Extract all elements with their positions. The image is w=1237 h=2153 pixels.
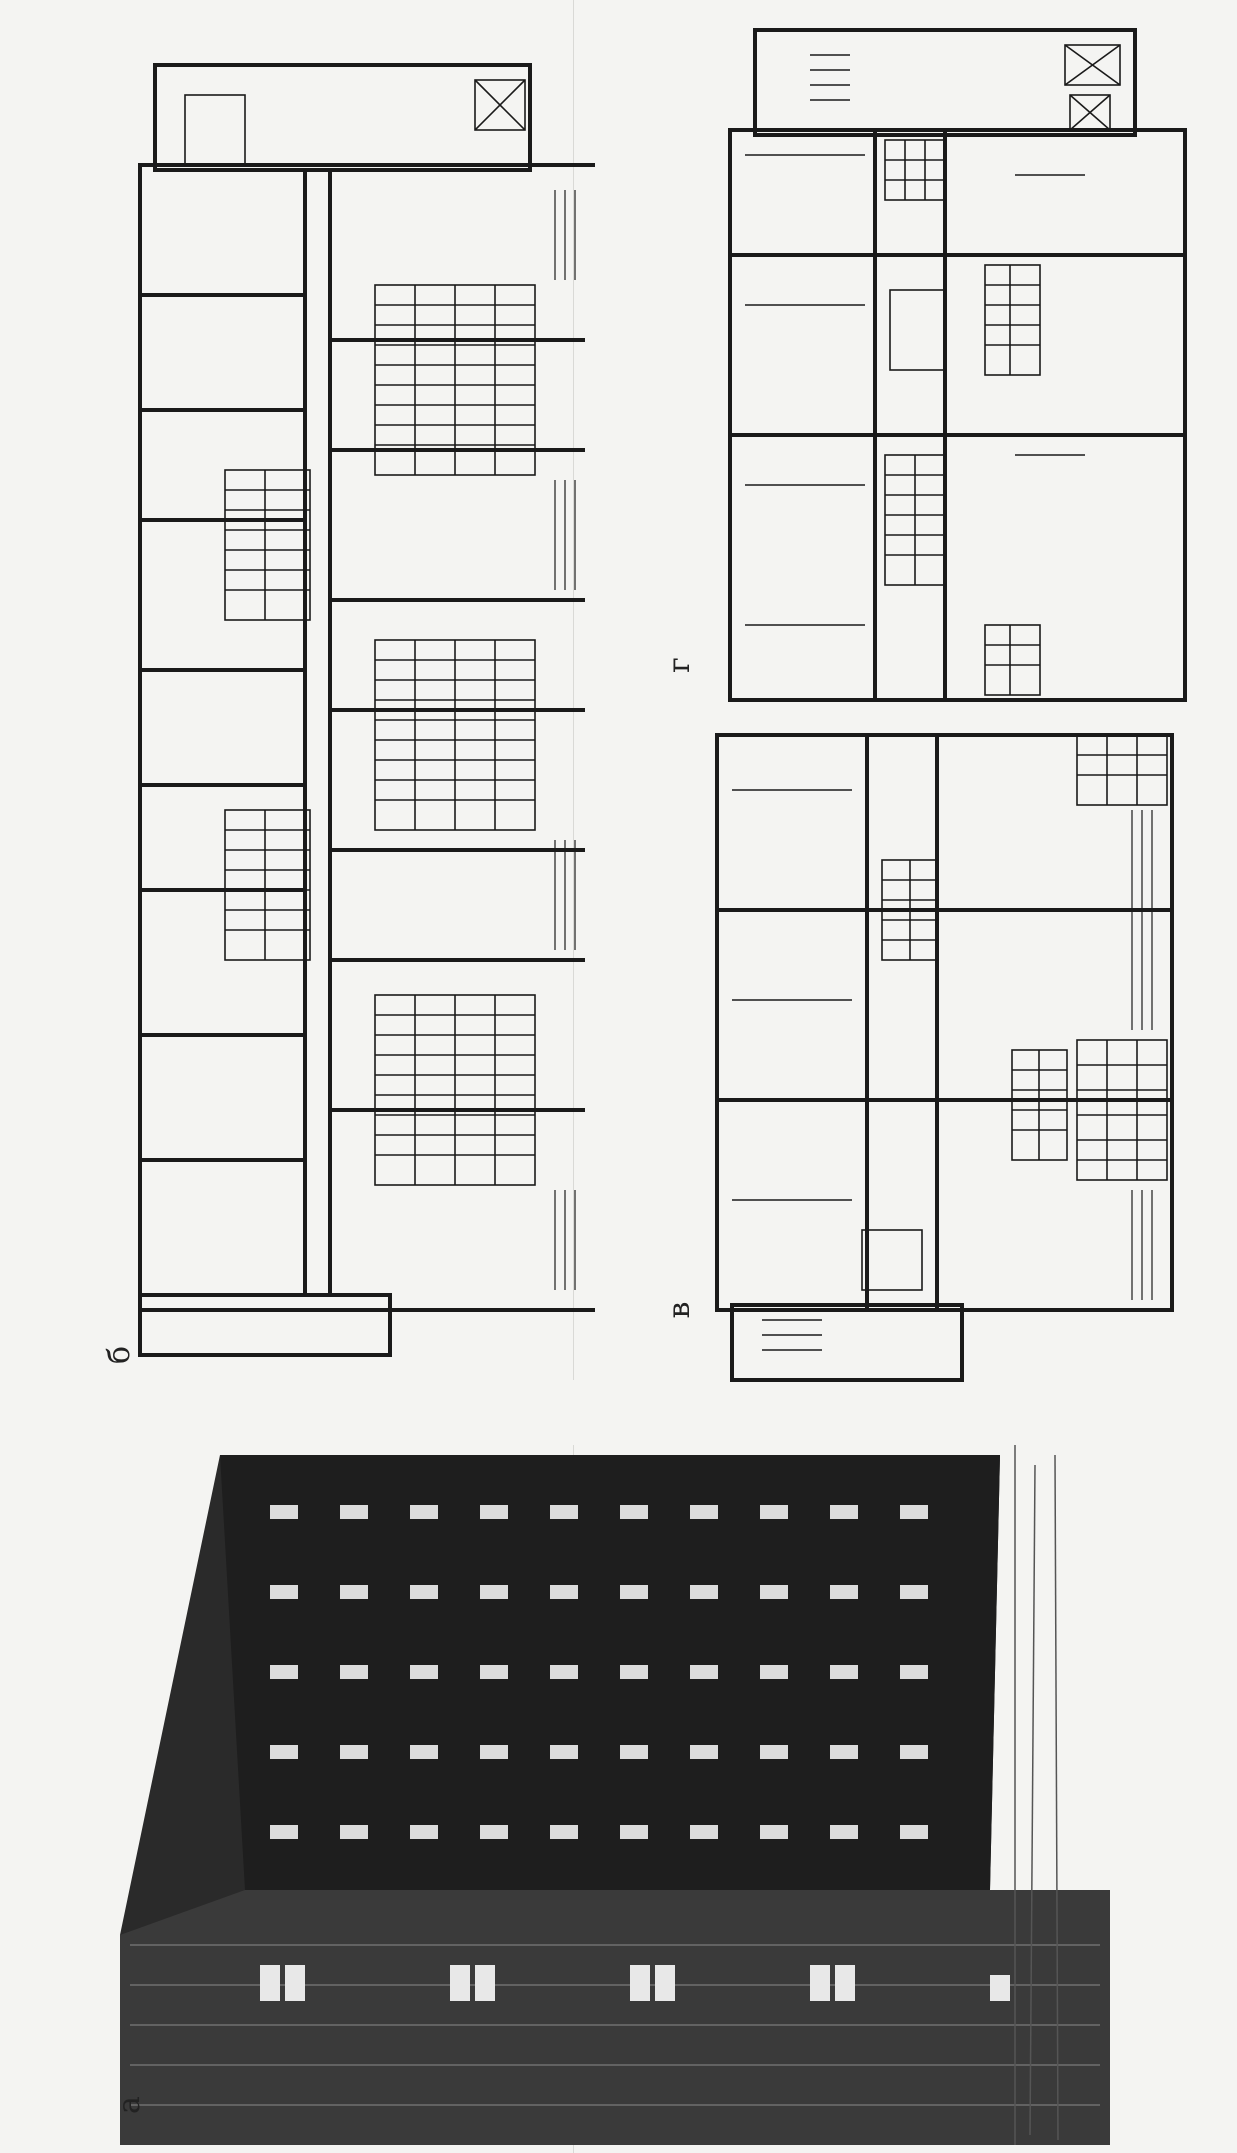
panel-divider [573,0,574,1380]
floor-plan-b [115,50,595,1360]
floor-plan-g-drawing [728,28,1187,702]
panel-label-b: б [102,1345,137,1365]
floor-plan-v-drawing [715,733,1174,1382]
panel-label-a: а [112,2096,147,2114]
floor-plan-g [725,25,1205,710]
building-perspective-drawing [120,1445,1110,2145]
panel-label-v: в [662,1301,697,1319]
panel-label-g: г [662,657,697,673]
building-perspective-a [110,1445,1180,2145]
floor-plan-v [712,730,1192,1390]
floor-plan-b-drawing [138,63,595,1357]
